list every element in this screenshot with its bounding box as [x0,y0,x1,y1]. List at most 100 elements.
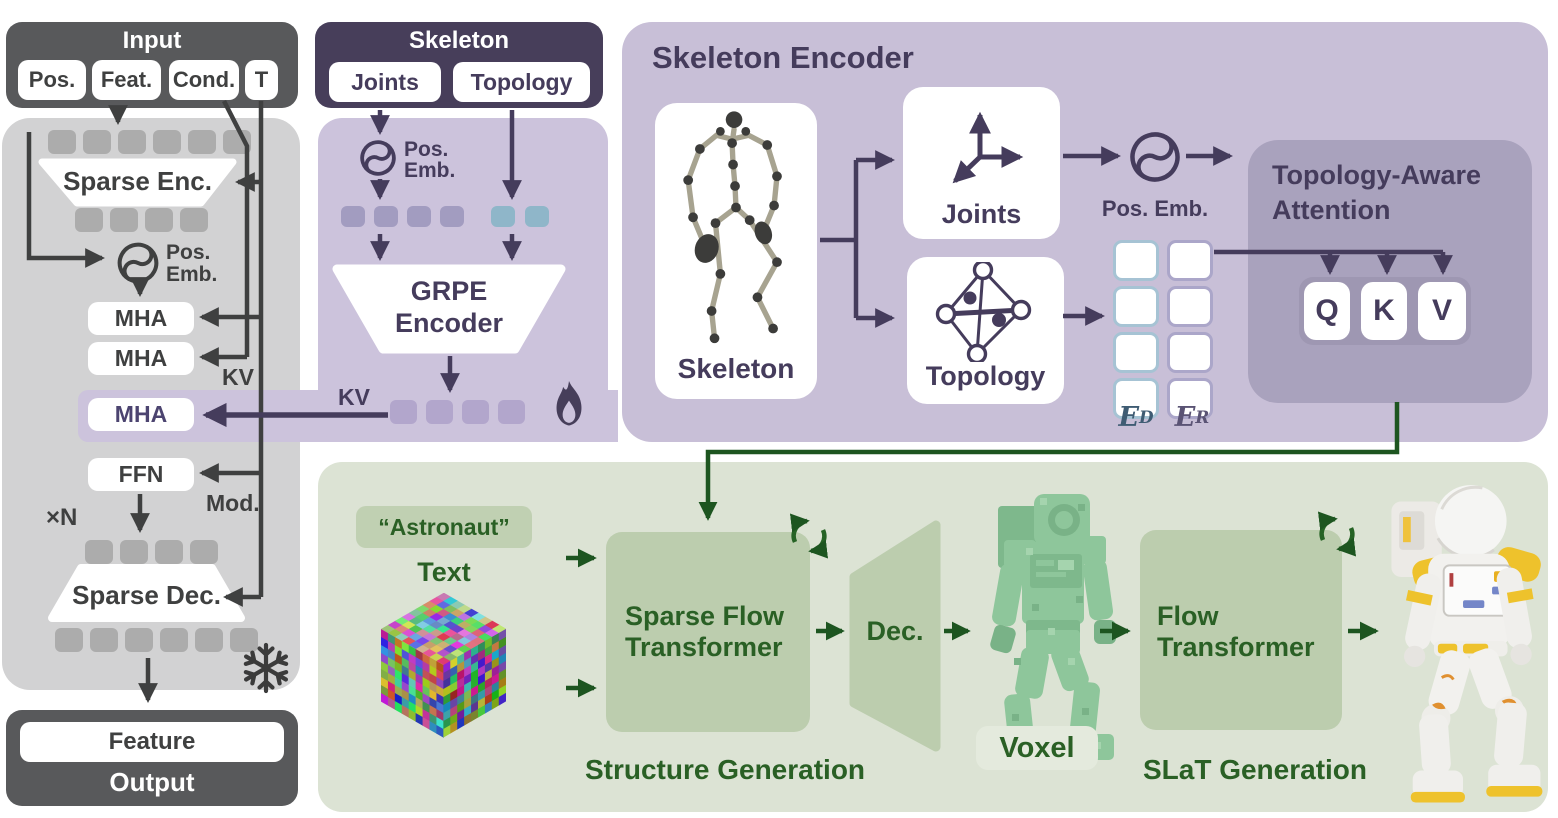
token-square [120,540,148,564]
token-square [48,130,76,154]
voxel-label-pill: Voxel [976,726,1098,770]
mha-box-2: MHA [88,342,194,375]
ft-label-line2: Transformer [1157,632,1315,662]
token-square [190,540,218,564]
ft-label-line1: Flow [1157,601,1219,631]
kv-label-middle: KV [338,384,370,410]
topology-graph-icon [935,262,1032,362]
pos-emb-label-left-line2: Emb. [166,263,218,286]
token-square [230,628,258,652]
e-distance-sup: D [1139,407,1154,427]
mha-box-3: MHA [88,398,194,431]
token-square [426,400,453,424]
axes-icon [952,111,1024,184]
kv-label-left: KV [222,364,254,390]
token-square [160,628,188,652]
q-box: Q [1304,282,1350,340]
attention-title-line2: Attention [1272,195,1391,225]
feature-label: Feature [108,728,196,755]
mha-3-label: MHA [114,401,168,427]
e-relation-sup: R [1195,407,1210,427]
input-pill-t-label: T [254,67,269,92]
token-square [145,208,173,232]
skeleton-image-box [655,103,817,399]
e-distance-cell [1113,286,1159,327]
cycle-icon-structure [789,513,829,559]
token-square [440,206,464,227]
token-row-4 [55,628,258,652]
mod-label: Mod. [206,490,260,516]
feature-box: Feature [20,722,284,762]
token-square [83,130,111,154]
token-square [90,628,118,652]
topology-token-row [491,206,549,227]
joints-pill: Joints [329,62,441,102]
e-relation-base: E [1174,401,1196,433]
q-label: Q [1315,294,1339,327]
sparse-decoder-label: Sparse Dec. [72,579,221,610]
input-pill-feat: Feat. [92,60,161,100]
input-pill-cond-label: Cond. [172,67,236,92]
final-astronaut-image [1391,485,1543,803]
flow-transformer-box [1140,530,1342,730]
ffn-box: FFN [88,458,194,491]
voxel-label: Voxel [999,731,1075,764]
ffn-label: FFN [118,461,164,487]
token-square [155,540,183,564]
k-label: K [1373,294,1395,327]
flame-icon [556,380,582,426]
input-pill-feat-label: Feat. [100,67,153,92]
pos-emb-label-encoder: Pos. Emb. [1101,196,1209,221]
topology-box-label: Topology [925,360,1046,391]
grpe-encoder-trapezoid [332,264,566,354]
xn-label: ×N [46,504,78,531]
v-box: V [1418,282,1466,340]
decoder-label: Dec. [866,615,924,646]
mha-2-label: MHA [114,345,168,371]
token-square [118,130,146,154]
grpe-output-token-row [390,400,525,424]
sparse-decoder-trapezoid [48,564,245,622]
decoder-shape [849,520,941,752]
joints-box-label: Joints [941,198,1022,229]
e-relation-cell [1167,332,1213,373]
token-square [223,130,251,154]
skeleton-header-title: Skeleton [408,27,510,54]
input-title: Input [122,27,182,54]
structure-generation-caption: Structure Generation [584,754,866,785]
skeleton-image-label: Skeleton [677,353,795,384]
e-distance-cell [1113,332,1159,373]
grpe-label-line1: GRPE [410,276,488,306]
grpe-label-line2: Encoder [394,308,504,338]
pos-emb-label-middle-line1: Pos. [404,138,449,161]
input-pill-t: T [245,60,278,100]
snowflake-icon [243,642,289,694]
token-square [153,130,181,154]
mha-box-1: MHA [88,302,194,335]
skeleton-encoder-title: Skeleton Encoder [652,40,914,75]
output-title: Output [109,766,195,797]
sparse-flow-transformer-label: Sparse Flow Transformer [625,601,784,663]
token-square [188,130,216,154]
flow-transformer-label: Flow Transformer [1157,601,1315,663]
prompt-text: “Astronaut” [378,513,510,540]
e-distance-cell [1113,240,1159,281]
e-relation-cell [1167,286,1213,327]
token-square [125,628,153,652]
prompt-pill: “Astronaut” [356,506,532,548]
token-square [85,540,113,564]
sft-label-line2: Transformer [625,632,783,662]
token-row-3 [85,540,218,564]
joints-pill-label: Joints [351,68,419,95]
token-square [462,400,489,424]
e-distance-base: E [1118,401,1140,433]
token-row-2 [75,208,208,232]
v-label: V [1431,294,1452,327]
token-square [374,206,398,227]
e-relation-cell [1167,240,1213,281]
pos-emb-label-middle-line2: Emb. [404,159,456,182]
joint-token-row [341,206,464,227]
